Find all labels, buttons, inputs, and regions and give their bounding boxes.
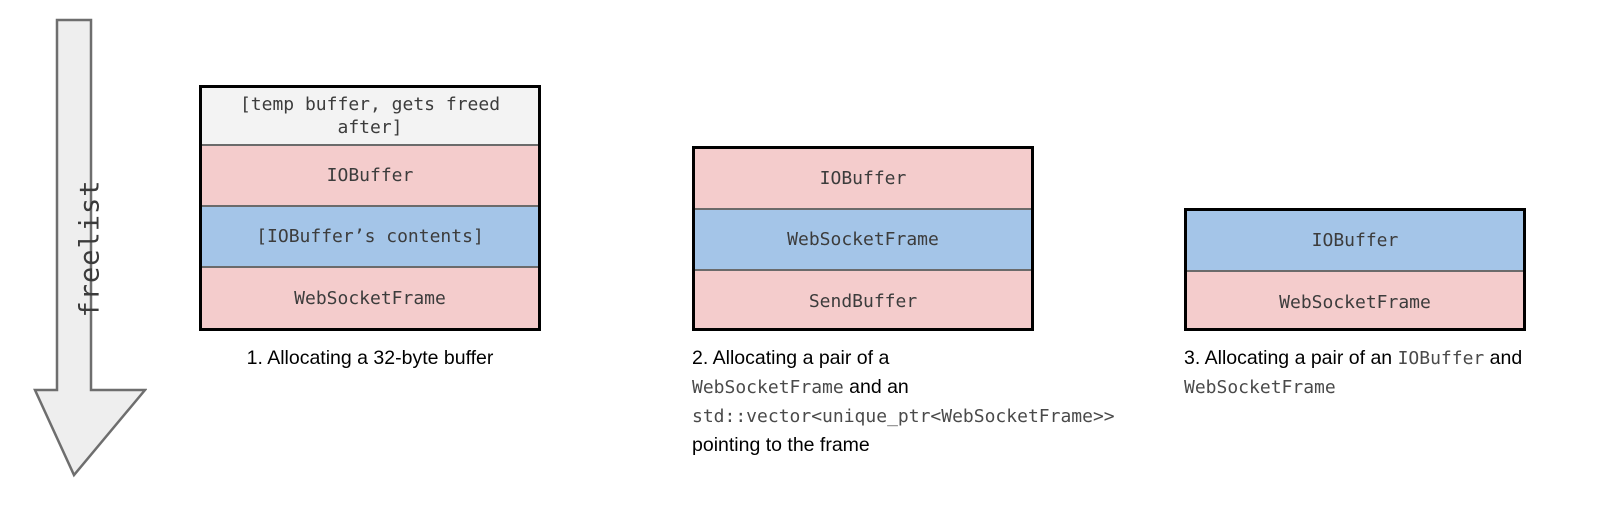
caption-code: WebSocketFrame: [1184, 376, 1336, 398]
memory-block-3: IOBuffer WebSocketFrame: [1184, 208, 1526, 331]
caption-text: and: [1484, 347, 1523, 369]
caption-text: 1. Allocating a 32-byte buffer: [246, 347, 494, 369]
memory-cell: WebSocketFrame: [202, 268, 538, 328]
allocation-column-1: [temp buffer, gets freed after] IOBuffer…: [199, 85, 541, 373]
memory-cell: [temp buffer, gets freed after]: [202, 88, 538, 146]
memory-cell: IOBuffer: [695, 149, 1031, 210]
memory-cell: SendBuffer: [695, 271, 1031, 328]
caption-text: 2. Allocating a pair of a: [692, 347, 890, 369]
column-caption-1: 1. Allocating a 32-byte buffer: [199, 344, 541, 373]
memory-block-1: [temp buffer, gets freed after] IOBuffer…: [199, 85, 541, 331]
memory-block-2: IOBuffer WebSocketFrame SendBuffer: [692, 146, 1034, 331]
caption-text: pointing to the frame: [692, 433, 870, 456]
allocation-column-3: IOBuffer WebSocketFrame 3. Allocating a …: [1184, 208, 1526, 402]
memory-cell: IOBuffer: [202, 146, 538, 207]
memory-cell: WebSocketFrame: [1187, 272, 1523, 328]
down-arrow-icon: [33, 18, 147, 478]
column-caption-3: 3. Allocating a pair of an IOBuffer and …: [1184, 344, 1526, 402]
memory-cell: WebSocketFrame: [695, 210, 1031, 271]
memory-cell: IOBuffer: [1187, 211, 1523, 272]
freelist-arrow: [33, 18, 147, 478]
memory-cell: [IOBuffer’s contents]: [202, 207, 538, 268]
caption-code: IOBuffer: [1397, 348, 1485, 369]
allocation-column-2: IOBuffer WebSocketFrame SendBuffer 2. Al…: [692, 146, 1115, 459]
caption-code: std::vector<unique_ptr<WebSocketFrame>>: [692, 405, 1115, 427]
caption-text: 3. Allocating a pair of an: [1184, 347, 1398, 369]
caption-code: WebSocketFrame: [692, 376, 844, 398]
caption-text: and an: [843, 375, 909, 398]
column-caption-2: 2. Allocating a pair of a WebSocketFrame…: [692, 344, 1115, 459]
